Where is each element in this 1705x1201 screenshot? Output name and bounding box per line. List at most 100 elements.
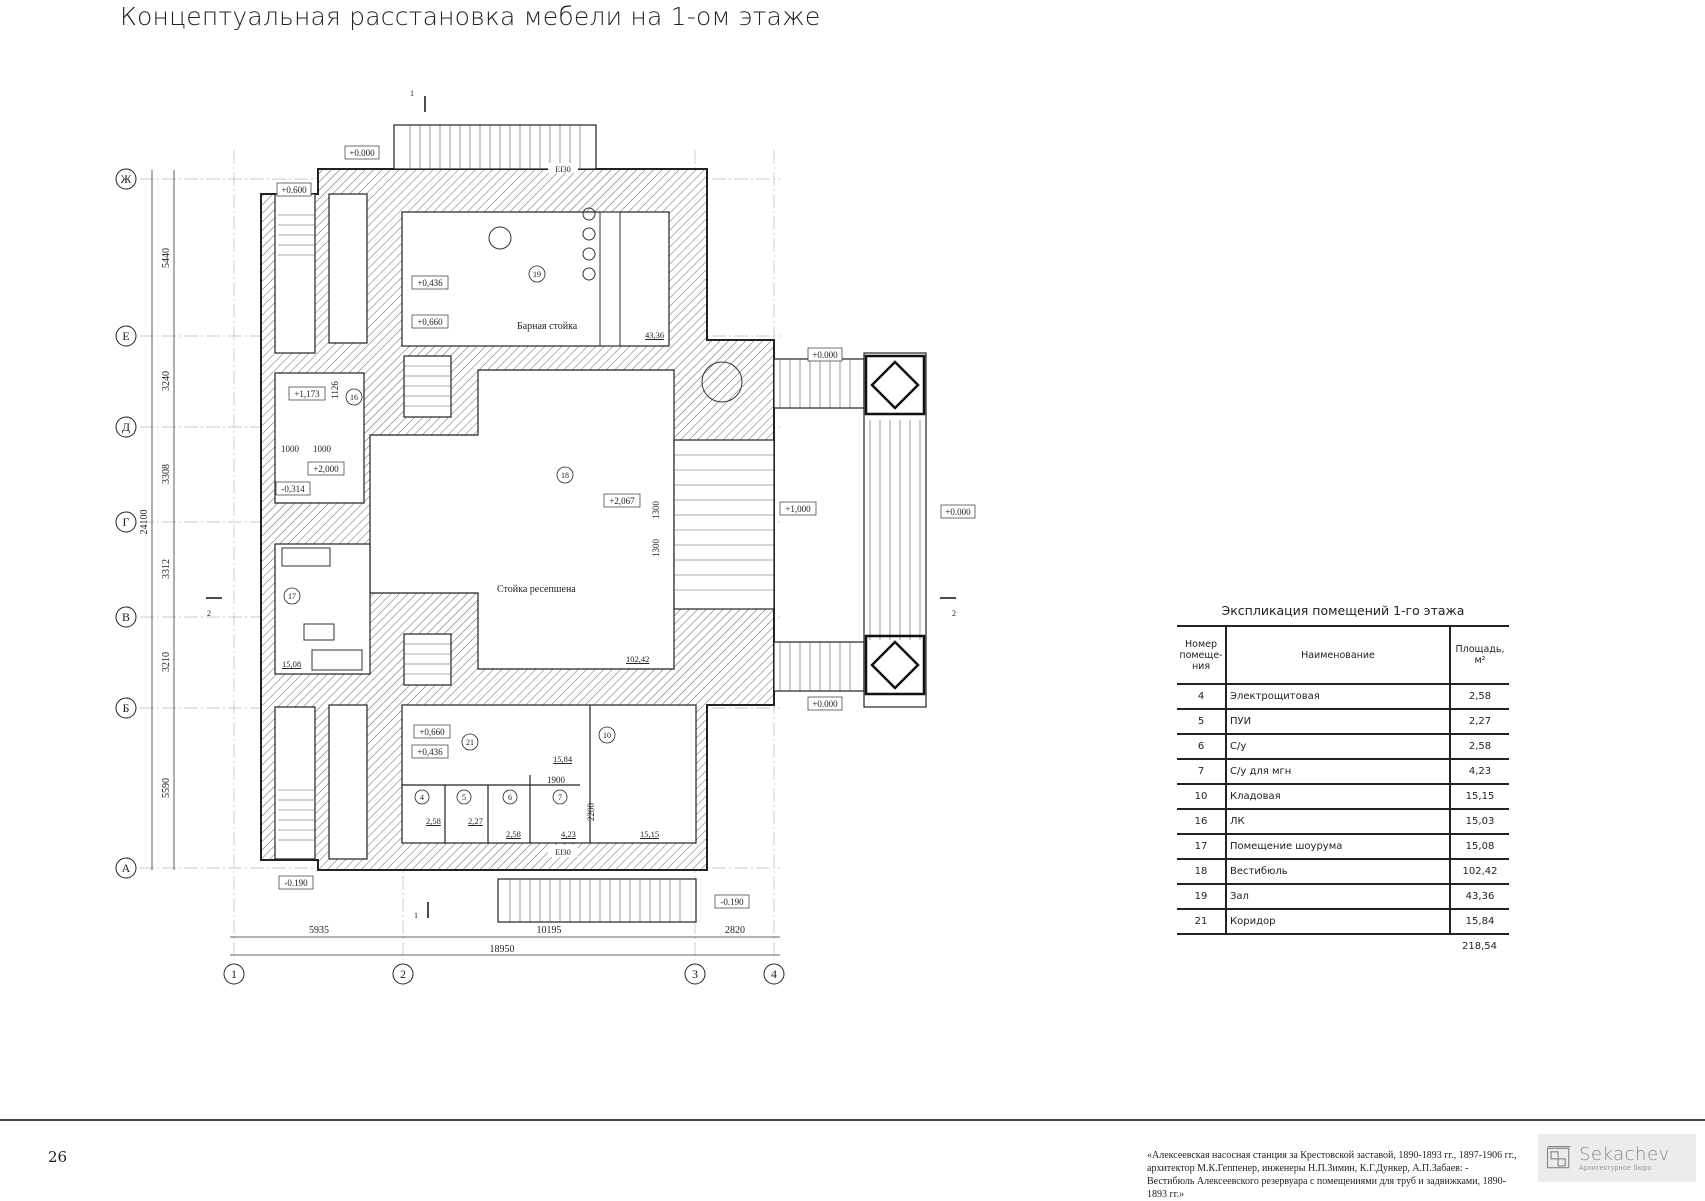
inner-dim: 2200	[586, 803, 596, 822]
dim: 3240	[161, 371, 172, 391]
stair-top-inner	[403, 355, 452, 418]
column-top	[328, 193, 368, 344]
col-header-name: Наименование	[1225, 625, 1451, 685]
inner-dim: 1000	[313, 444, 332, 454]
elevation-mark: +1,173	[294, 389, 320, 399]
cell-num: 16	[1177, 809, 1226, 835]
elevation-mark: +0,660	[417, 317, 443, 327]
elevation-mark: +0.600	[281, 185, 307, 195]
cell-name: Кладовая	[1225, 784, 1451, 810]
room-number: 19	[533, 270, 541, 279]
room-number: 16	[350, 393, 358, 402]
cell-name: ЛК	[1225, 809, 1451, 835]
axis-label: 2	[400, 967, 406, 981]
logo-name: Sekachev	[1579, 1143, 1670, 1165]
total-row: 218,54	[1177, 934, 1509, 956]
room-number: 17	[288, 592, 296, 601]
room-17	[274, 543, 371, 675]
elevation-mark: -0.190	[720, 897, 744, 907]
axis-label: Б	[123, 701, 130, 715]
blueprint-logo-icon	[1546, 1145, 1571, 1169]
cell-num: 17	[1177, 834, 1226, 860]
bar-counter	[599, 211, 621, 347]
elevation-mark: +0.000	[812, 350, 838, 360]
porch-platform	[863, 352, 927, 708]
cell-area: 15,03	[1450, 809, 1509, 835]
dim: 3210	[161, 652, 172, 672]
cell-area: 15,08	[1450, 834, 1509, 860]
elevation-mark: -0.190	[284, 878, 308, 888]
total-spacer	[1177, 934, 1226, 956]
column-bottom	[328, 704, 368, 860]
inner-dim: 1300	[651, 501, 661, 520]
room-number: 4	[420, 793, 424, 802]
entrance-stairs	[673, 439, 775, 610]
porch-stairs-top	[773, 358, 865, 409]
cell-name: Зал	[1225, 884, 1451, 910]
caption-bar-counter: Барная стойка	[517, 321, 578, 332]
porch-stairs-bottom	[773, 641, 865, 692]
section-mark: 1	[414, 911, 418, 920]
dim: 5935	[309, 925, 329, 936]
footer-caption: «Алексеевская насосная станция за Кресто…	[1147, 1150, 1517, 1200]
elevation-mark: +2,000	[313, 464, 339, 474]
cell-area: 4,23	[1450, 759, 1509, 785]
cell-area: 2,27	[1450, 709, 1509, 735]
room-area: 15,84	[553, 754, 573, 764]
elevation-mark: +0.000	[945, 507, 971, 517]
axis-row-markers	[115, 168, 785, 985]
room-area: 2,58	[426, 816, 441, 826]
top-stairs	[393, 124, 597, 170]
inner-dim: 1900	[547, 775, 566, 785]
axis-label: Д	[122, 420, 130, 434]
door-fire-rating: EI30	[555, 165, 571, 174]
left-strip-top	[274, 193, 316, 354]
page-title: Концептуальная расстановка мебели на 1-о…	[120, 2, 821, 31]
cell-num: 19	[1177, 884, 1226, 910]
elevation-mark: +0,436	[417, 747, 443, 757]
cell-name: С/у для мгн	[1225, 759, 1451, 785]
spiral-stair-icon	[701, 361, 743, 403]
cell-area: 2,58	[1450, 734, 1509, 760]
cell-num: 18	[1177, 859, 1226, 885]
room-number: 21	[466, 738, 474, 747]
inner-dim: 1000	[281, 444, 300, 454]
section-mark: 2	[207, 609, 211, 618]
cell-name: Помещение шоурума	[1225, 834, 1451, 860]
door-fire-rating: EI30	[555, 848, 571, 857]
dim: 3312	[161, 559, 172, 579]
caption-reception: Стойка ресепшена	[497, 584, 576, 595]
dim: 24100	[139, 510, 150, 535]
section-mark: 2	[952, 609, 956, 618]
room-area: 102,42	[626, 654, 649, 664]
room-number: 5	[462, 793, 466, 802]
room-area: 4,23	[561, 829, 576, 839]
room-number: 18	[561, 471, 569, 480]
axis-label: Ж	[121, 172, 132, 186]
room-area: 43,36	[645, 330, 664, 340]
elevation-mark: +1,000	[785, 504, 811, 514]
porch-pedestal-bottom-icon	[864, 634, 926, 696]
sofa-icon	[281, 547, 331, 567]
cell-num: 6	[1177, 734, 1226, 760]
page-number: 26	[48, 1148, 68, 1166]
room-21-corridor	[401, 704, 697, 844]
room-area: 15,08	[282, 659, 301, 669]
axis-label: Г	[123, 515, 130, 529]
logo: Sekachev Архитектурное бюро	[1538, 1134, 1696, 1182]
inner-dim: 1300	[651, 539, 661, 558]
dim: 3308	[161, 464, 172, 484]
cell-area: 102,42	[1450, 859, 1509, 885]
room-area: 15,15	[640, 829, 659, 839]
sofa2-icon	[311, 649, 363, 671]
axis-label: А	[122, 861, 131, 875]
explication-table: Номер помеще-ния Наименование Площадь, м…	[1177, 625, 1509, 956]
cell-name: Вестибюль	[1225, 859, 1451, 885]
